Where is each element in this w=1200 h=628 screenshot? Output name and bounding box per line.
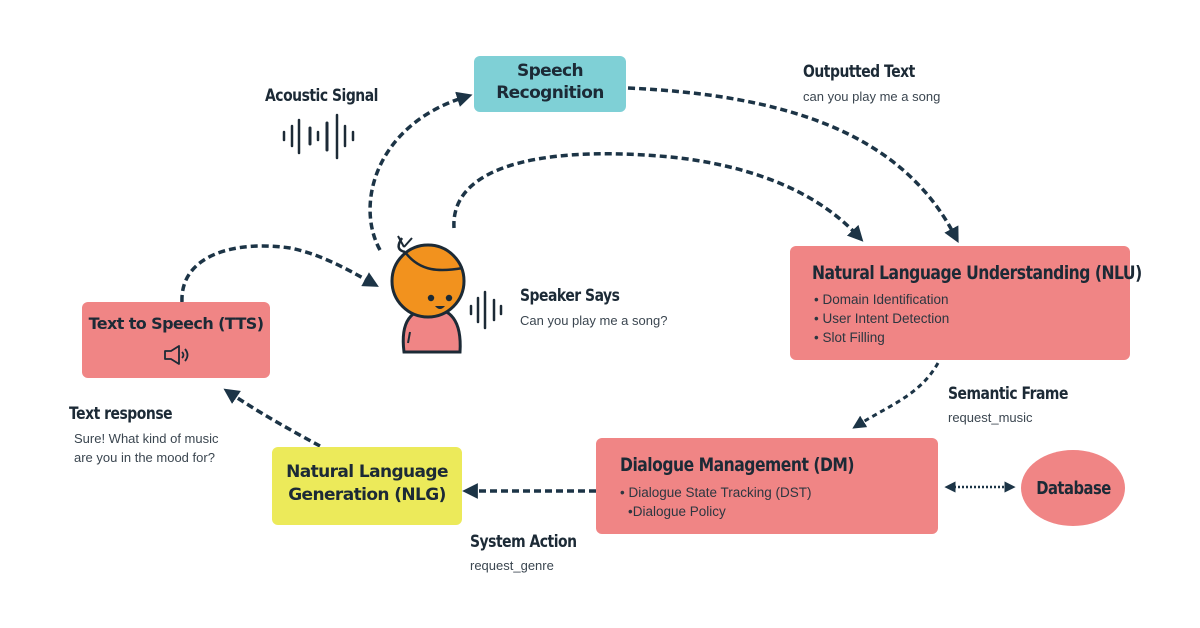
arrow-tts-to-speaker [180,244,379,303]
text-response-value-2: are you in the mood for? [74,450,215,465]
tts-node[interactable]: Text to Speech (TTS) [82,302,270,378]
nlu-title: Natural Language Understanding (NLU) [812,262,1142,284]
nlu-bullet-2: • User Intent Detection [814,311,950,326]
arrow-asr-to-nlu [627,86,959,243]
text-response-value-1: Sure! What kind of music [74,431,219,446]
arrow-speaker-to-nlu [452,152,864,242]
speech-recognition-label-2: Recognition [496,83,604,103]
speech-recognition-label-1: Speech [516,61,584,81]
tts-title: Text to Speech (TTS) [88,314,264,333]
nlu-bullet-1: • Domain Identification [814,292,949,307]
system-action-title: System Action [470,532,577,552]
semantic-frame-title: Semantic Frame [948,384,1068,404]
nlu-bullet-3: • Slot Filling [814,330,885,345]
dm-title: Dialogue Management (DM) [620,454,855,476]
speaker-icon [164,345,189,365]
arrow-nlg-to-tts [223,388,321,448]
text-response-title: Text response [69,404,173,424]
speech-recognition-node[interactable]: Speech Recognition [474,56,626,112]
acoustic-signal-title: Acoustic Signal [265,86,378,106]
speaker-says-title: Speaker Says [520,286,620,306]
dm-bullet-2: •Dialogue Policy [628,504,726,519]
dm-bullet-1: • Dialogue State Tracking (DST) [620,485,812,500]
database-node[interactable]: Database [1021,450,1125,526]
semantic-frame-value: request_music [948,410,1033,425]
nlu-node[interactable]: Natural Language Understanding (NLU) • D… [790,246,1142,360]
dm-node[interactable]: Dialogue Management (DM) • Dialogue Stat… [596,438,938,534]
outputted-text-title: Outputted Text [803,62,915,82]
nlg-label-1: Natural Language [286,462,448,482]
nlg-node[interactable]: Natural Language Generation (NLG) [272,447,462,525]
sound-wave-icon [282,113,355,160]
speech-wave-icon [469,290,503,330]
arrow-speaker-to-asr [368,91,473,251]
arrow-nlu-to-dm [852,362,940,429]
database-label: Database [1035,477,1111,499]
system-action-value: request_genre [470,558,554,573]
speaker-avatar [390,235,466,354]
speaker-says-value: Can you play me a song? [520,313,668,328]
nlg-label-2: Generation (NLG) [288,485,446,505]
outputted-text-value: can you play me a song [803,89,941,104]
